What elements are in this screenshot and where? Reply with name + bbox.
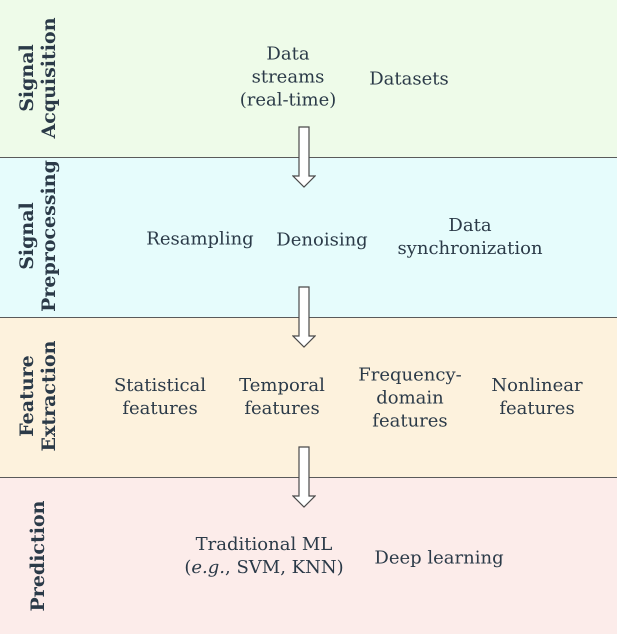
item-line: (real-time) (239, 89, 337, 111)
item-line: Data (448, 215, 492, 236)
item-frequency-domain-features: Frequency- domain features (358, 364, 461, 433)
item-line: features (122, 398, 198, 419)
item-data-synchronization: Data synchronization (397, 214, 542, 260)
item-denoising: Denoising (276, 229, 367, 252)
item-line: Statistical (113, 375, 207, 396)
item-line: synchronization (397, 238, 543, 259)
item-datasets: Datasets (369, 68, 449, 91)
item-line: Deep learning (374, 547, 504, 569)
item-line: domain (376, 387, 444, 409)
item-line: features (244, 398, 320, 419)
item-line: Datasets (369, 68, 449, 90)
item-line: features (372, 410, 448, 432)
stage-label-line: Extraction (38, 340, 60, 452)
stage-label-prediction: Prediction (27, 501, 49, 612)
stage-label-line: Signal (16, 202, 38, 270)
item-note: (e.g., SVM, KNN) (184, 556, 343, 579)
stage-label-line: Signal (16, 44, 38, 112)
stage-label-line: Acquisition (38, 17, 60, 139)
item-line: Traditional ML (195, 534, 333, 555)
item-line: Data (266, 43, 310, 65)
item-resampling: Resampling (146, 228, 253, 251)
note-open: ( (184, 557, 192, 578)
down-arrow-icon (292, 286, 316, 348)
note-rest: , SVM, KNN) (225, 557, 344, 578)
item-line: Resampling (146, 228, 254, 250)
item-line: streams (251, 66, 325, 88)
item-temporal-features: Temporal features (239, 374, 325, 420)
item-line: Frequency- (358, 364, 462, 386)
item-nonlinear-features: Nonlinear features (491, 374, 582, 420)
stage-label-line: Prediction (27, 500, 49, 612)
item-line: features (499, 398, 575, 419)
stage-label-signal-preprocessing: Signal Preprocessing (16, 160, 60, 312)
stage-label-signal-acquisition: Signal Acquisition (16, 17, 60, 138)
item-line: Temporal (239, 375, 325, 396)
note-abbrev: e.g. (191, 557, 226, 578)
item-traditional-ml: Traditional ML (e.g., SVM, KNN) (184, 533, 343, 579)
item-line: Denoising (276, 229, 368, 251)
item-deep-learning: Deep learning (374, 547, 503, 570)
item-statistical-features: Statistical features (114, 374, 206, 420)
stage-label-line: Feature (16, 355, 38, 437)
down-arrow-icon (292, 126, 316, 188)
item-data-streams: Data streams (real-time) (240, 43, 337, 112)
stage-label-feature-extraction: Feature Extraction (16, 341, 60, 452)
stage-label-line: Preprocessing (38, 160, 60, 312)
down-arrow-icon (292, 446, 316, 508)
item-line: Nonlinear (491, 375, 583, 396)
